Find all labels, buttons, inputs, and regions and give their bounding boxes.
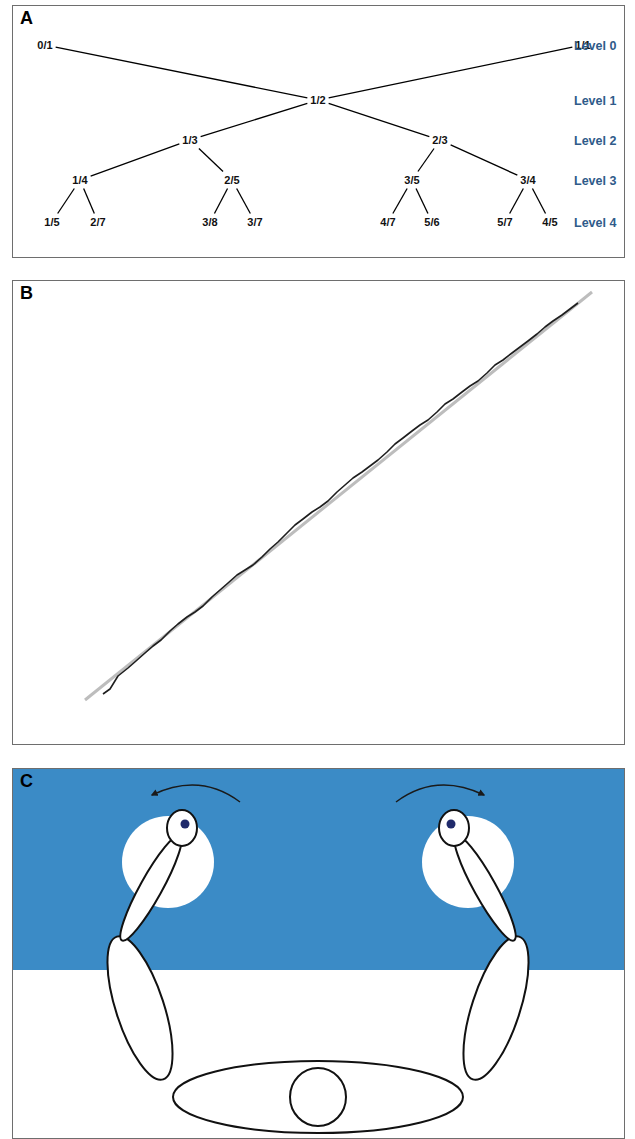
tree-branch [91,144,180,176]
fraction-label: 3/7 [247,216,262,229]
panel-letter: C [20,771,33,792]
figure-panel: A0/11/11/21/32/31/42/53/53/41/52/73/83/7… [12,5,625,258]
level-label: Level 4 [574,216,616,230]
fraction-node: 1/3 [180,133,199,148]
fraction-label: 1/4 [72,174,87,187]
fraction-node: 4/7 [378,215,397,230]
head [290,1068,346,1126]
forearm [446,830,523,946]
fraction-node: 2/7 [88,215,107,230]
fraction-label: 1/5 [44,216,59,229]
fraction-node: 2/5 [222,173,241,188]
tree-branch [532,189,545,214]
fraction-node: 3/5 [402,173,421,188]
forearm [112,830,189,946]
fraction-node: 0/1 [35,38,54,53]
fraction-node: 1/2 [308,93,327,108]
tree-branch [56,47,308,98]
level-label: Level 2 [574,134,616,148]
fraction-node: 3/7 [245,215,264,230]
fraction-label: 0/1 [37,39,52,52]
fraction-label: 2/5 [224,174,239,187]
floor-band [13,970,624,1138]
level-label-holder: Level 4 [574,213,616,231]
fraction-node: 5/7 [495,215,514,230]
level-label-holder: Level 3 [574,171,616,189]
reference-line [85,292,592,700]
tree-branch [393,189,407,214]
tree-branch [418,149,434,172]
figure-panel: B [12,280,625,745]
level-label: Level 0 [574,39,616,53]
torso [173,1061,463,1133]
upper-arm [94,929,186,1086]
tree-branch [451,145,518,175]
hand [439,810,469,846]
tree-branch [329,103,430,136]
fraction-node: 1/5 [42,215,61,230]
fraction-node: 3/8 [200,215,219,230]
panel-letter: A [20,8,33,29]
fraction-node: 4/5 [540,215,559,230]
tree-branch [416,189,428,214]
fraction-label: 5/6 [424,216,439,229]
hand-marker [447,820,456,829]
fraction-label: 4/7 [380,216,395,229]
fraction-label: 1/2 [310,94,325,107]
level-label-holder: Level 0 [574,36,616,54]
figure-panel: C [12,768,625,1139]
fraction-node: 3/4 [518,173,537,188]
fraction-node: 2/3 [430,133,449,148]
fraction-label: 2/7 [90,216,105,229]
water-background [13,769,624,970]
fraction-label: 3/4 [520,174,535,187]
fraction-label: 4/5 [542,216,557,229]
tree-branch [214,189,227,214]
level-label: Level 3 [574,174,616,188]
level-label: Level 1 [574,94,616,108]
tree-branch [84,189,95,214]
fraction-label: 2/3 [432,134,447,147]
upper-arm [450,929,542,1086]
fraction-label: 5/7 [497,216,512,229]
tree-branch [237,189,251,214]
panel-letter: B [20,283,33,304]
fraction-node: 5/6 [422,215,441,230]
level-label-holder: Level 1 [574,91,616,109]
fraction-node: 1/4 [70,173,89,188]
tree-branch [329,47,573,98]
hand [167,810,197,846]
rotation-arrow [152,785,240,802]
fraction-label: 3/8 [202,216,217,229]
fraction-label: 1/3 [182,134,197,147]
traced-line [103,303,578,694]
level-label-holder: Level 2 [574,131,616,149]
fraction-label: 3/5 [404,174,419,187]
tree-branch [58,189,75,214]
rotation-arrow [396,785,484,802]
tree-branch [199,149,223,172]
tree-branch [510,189,524,214]
tree-branch [201,103,308,136]
hand-marker [181,820,190,829]
